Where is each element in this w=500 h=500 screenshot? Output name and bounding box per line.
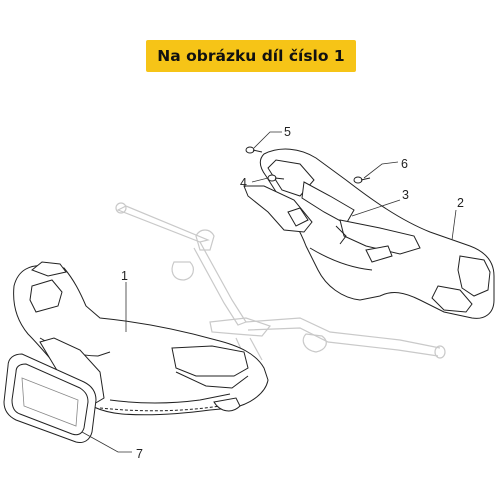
callout-5: 5 [284,125,291,139]
handlebar-ghost [115,202,446,361]
screw-part-6 [353,176,371,184]
callout-6: 6 [401,157,408,171]
leader-lines [81,131,457,453]
callout-7: 7 [136,447,143,461]
callout-2: 2 [457,196,464,210]
callout-3: 3 [402,188,409,202]
leader-line-6 [363,161,399,179]
leader-line-5 [253,131,282,149]
callout-4: 4 [240,176,247,190]
callout-1: 1 [121,269,128,283]
front-handlebar-cover [13,261,269,416]
banner-title: Na obrázku díl číslo 1 [157,47,345,65]
leader-line-2 [451,209,457,241]
rear-handlebar-cover [259,148,495,319]
screw-part-5 [245,146,263,154]
leader-line-4 [251,177,269,183]
leader-line-3 [351,199,401,217]
inner-bracket [243,185,313,233]
part-number-banner: Na obrázku díl číslo 1 [146,40,356,72]
leader-line-7 [81,431,132,453]
headlight-frame [3,353,97,443]
